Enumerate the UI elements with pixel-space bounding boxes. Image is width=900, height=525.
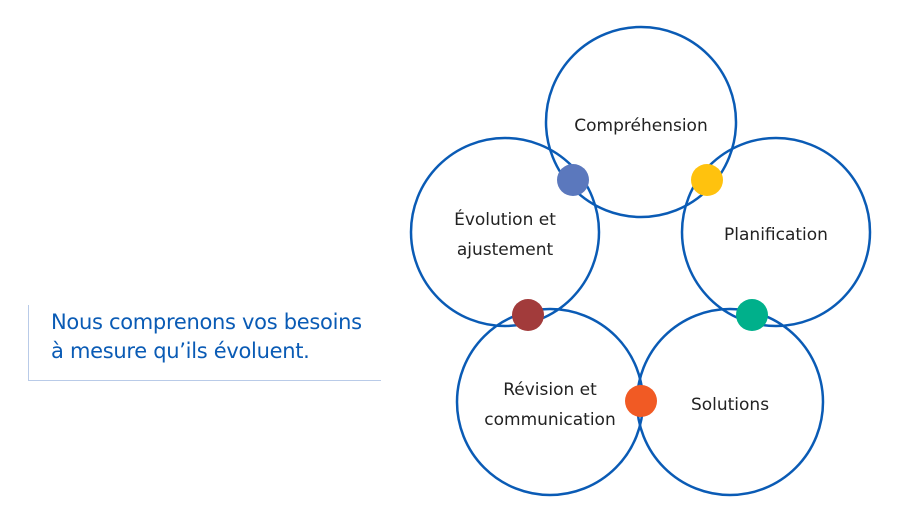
label-solutions: Solutions — [691, 395, 769, 415]
label-planification: Planification — [724, 225, 828, 245]
label-comprehension: Compréhension — [574, 116, 707, 136]
dot-yellow — [691, 164, 723, 196]
dot-green — [736, 299, 768, 331]
tagline-line-1: Nous comprenons vos besoins — [51, 310, 362, 334]
label-evolution-1: Évolution et — [454, 208, 556, 230]
circle-planification — [680, 136, 872, 328]
tagline-line-2: à mesure qu’ils évoluent. — [51, 339, 310, 363]
dot-blue — [557, 164, 589, 196]
label-revision-1: Révision et — [503, 380, 597, 400]
circle-evolution — [409, 136, 601, 328]
label-evolution-2: ajustement — [457, 240, 554, 260]
dot-red — [512, 299, 544, 331]
tagline-callout: Nous comprenons vos besoins à mesure qu’… — [28, 305, 381, 381]
dot-orange — [625, 385, 657, 417]
circle-revision — [455, 307, 645, 497]
label-revision-2: communication — [484, 410, 615, 430]
tagline-text: Nous comprenons vos besoins à mesure qu’… — [51, 308, 362, 366]
circle-comprehension — [544, 25, 738, 219]
